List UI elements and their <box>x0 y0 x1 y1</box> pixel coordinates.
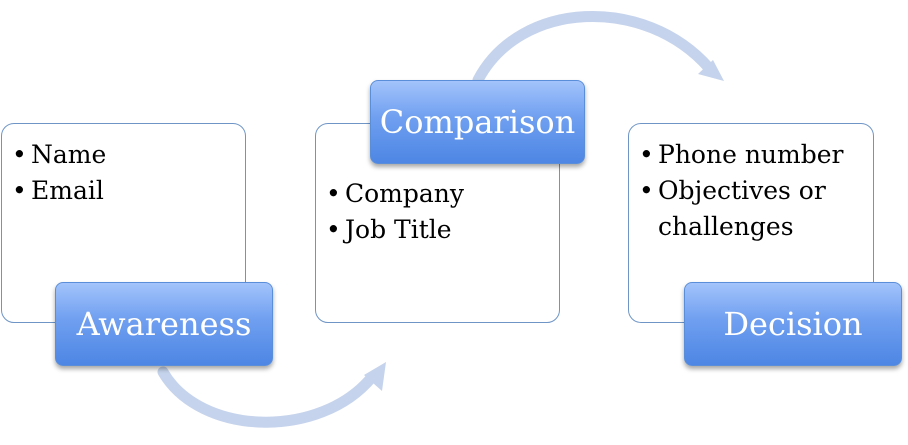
decision-item-objectives: Objectives or challenges <box>639 173 867 245</box>
awareness-stage: Awareness <box>55 282 273 366</box>
decision-bullet-list: Phone number Objectives or challenges <box>639 137 867 245</box>
awareness-item-email: Email <box>12 173 106 209</box>
decision-stage: Decision <box>684 282 902 366</box>
comparison-stage: Comparison <box>370 80 585 164</box>
comparison-item-job-title: Job Title <box>326 212 464 248</box>
arrow-awareness-to-comparison <box>157 362 386 428</box>
decision-item-phone-number: Phone number <box>639 137 867 173</box>
awareness-bullet-list: Name Email <box>12 137 106 209</box>
awareness-item-name: Name <box>12 137 106 173</box>
arrow-comparison-to-decision <box>472 11 724 86</box>
comparison-bullet-list: Company Job Title <box>326 176 464 248</box>
comparison-item-company: Company <box>326 176 464 212</box>
